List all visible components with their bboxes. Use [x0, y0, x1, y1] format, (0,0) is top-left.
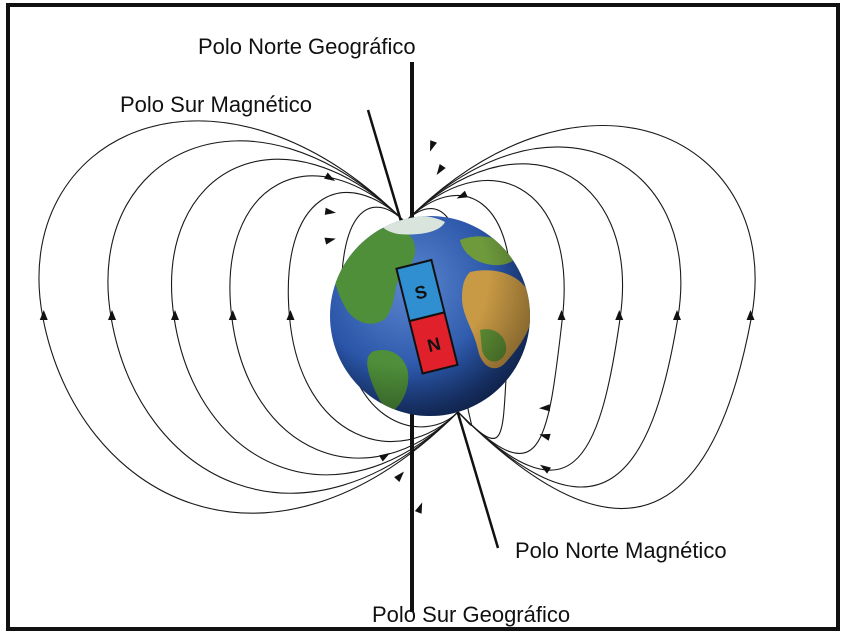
- magnet-north-half: [408, 311, 459, 375]
- label-magnetic-north-pole: Polo Norte Magnético: [515, 538, 727, 563]
- field-arrow: [539, 464, 551, 474]
- magnet-north-letter: N: [425, 334, 442, 357]
- field-arrow: [228, 310, 237, 320]
- field-arrow: [324, 207, 336, 215]
- field-arrow: [394, 471, 405, 482]
- field-arrow: [414, 502, 423, 514]
- label-geographic-north-pole: Polo Norte Geográfico: [198, 34, 416, 59]
- label-geographic-south-pole: Polo Sur Geográfico: [372, 602, 570, 627]
- field-arrow: [436, 164, 446, 175]
- field-arrow: [286, 310, 295, 320]
- bar-magnet: S N: [395, 258, 459, 375]
- field-arrow: [429, 140, 437, 152]
- magnet-south-letter: S: [413, 281, 429, 303]
- field-arrow: [39, 310, 48, 320]
- field-arrow: [615, 310, 624, 320]
- diagram-frame: [6, 3, 840, 631]
- field-arrow: [171, 310, 179, 320]
- label-magnetic-south-pole: Polo Sur Magnético: [120, 92, 312, 117]
- field-arrow: [456, 190, 468, 199]
- earth-globe: [330, 216, 530, 416]
- field-arrow: [539, 433, 551, 441]
- field-arrow: [557, 310, 566, 320]
- field-arrow: [324, 172, 336, 182]
- field-arrow: [746, 310, 755, 320]
- field-arrow: [324, 237, 336, 245]
- field-arrow: [108, 310, 116, 320]
- field-arrow: [673, 310, 681, 320]
- field-arrow: [379, 452, 391, 462]
- field-arrow: [539, 404, 550, 412]
